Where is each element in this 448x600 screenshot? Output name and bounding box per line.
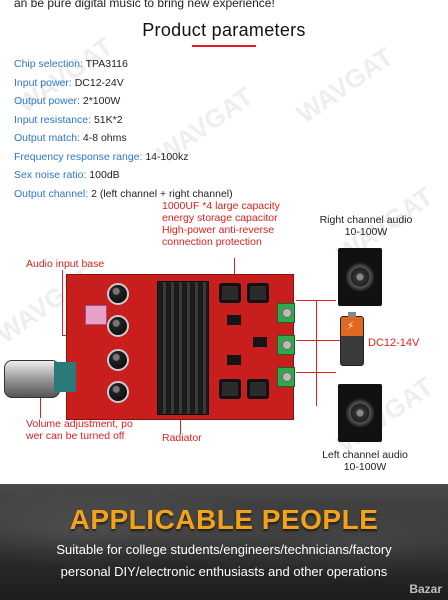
inductor-icon xyxy=(219,283,241,303)
power-label: DC12-14V xyxy=(368,337,420,349)
inductor-icon xyxy=(247,379,269,399)
inductor-icon xyxy=(219,379,241,399)
potentiometer-icon xyxy=(54,362,76,392)
param-key: Input power: xyxy=(14,76,75,89)
speaker-icon xyxy=(338,248,382,306)
volume-note-line: Volume adjustment, po xyxy=(26,418,133,430)
param-row: Output match: 4-8 ohms xyxy=(14,129,233,148)
capacitor-icon xyxy=(107,381,129,403)
param-key: Frequency response range: xyxy=(14,150,146,163)
banner-text-line: personal DIY/electronic enthusiasts and … xyxy=(60,564,388,579)
left-channel-label: Left channel audio 10-100W xyxy=(306,449,424,473)
param-value: DC12-24V xyxy=(74,76,124,89)
terminal-icon xyxy=(277,303,295,323)
capacitor-note-line: energy storage capacitor xyxy=(162,212,278,224)
params-list: Chip selection: TPA3116 Input power: DC1… xyxy=(14,55,233,203)
battery-icon: ⚡ xyxy=(340,312,364,366)
param-key: Input resistance: xyxy=(14,113,94,126)
chip-icon xyxy=(227,355,241,365)
page-title: Product parameters xyxy=(142,20,306,40)
param-row: Sex noise ratio: 100dB xyxy=(14,166,233,185)
param-value: 51K*2 xyxy=(93,113,123,126)
capacitor-note-line: 1000UF *4 large capacity xyxy=(162,200,280,212)
param-key: Output channel: xyxy=(14,187,92,200)
speaker-icon xyxy=(338,384,382,442)
param-row: Output power: 2*100W xyxy=(14,92,233,111)
volume-knob-icon xyxy=(4,360,60,398)
param-row: Input power: DC12-24V xyxy=(14,74,233,93)
param-value: 2*100W xyxy=(82,95,121,107)
right-channel-line: Right channel audio xyxy=(319,214,413,226)
capacitor-note-line: High-power anti-reverse xyxy=(162,224,275,236)
param-key: Chip selection: xyxy=(14,58,86,70)
param-key: Sex noise ratio: xyxy=(14,169,90,181)
banner-title: APPLICABLE PEOPLE xyxy=(69,504,379,535)
annotation-line xyxy=(296,340,340,341)
inductor-icon xyxy=(247,283,269,303)
param-value: 100dB xyxy=(89,169,120,181)
chip-icon xyxy=(253,337,267,347)
audio-jack xyxy=(85,305,107,325)
capacitor-icon xyxy=(107,349,129,371)
title-underline xyxy=(192,45,256,47)
right-channel-label: Right channel audio 10-100W xyxy=(308,214,424,238)
annotation-line xyxy=(40,392,41,418)
param-value: 2 (left channel + right channel) xyxy=(91,187,233,200)
param-key: Output match: xyxy=(14,132,83,144)
param-row: Frequency response range: 14-100kz xyxy=(14,148,233,167)
volume-note-line: wer can be turned off xyxy=(26,430,125,442)
radiator-label: Radiator xyxy=(162,432,202,444)
terminal-icon xyxy=(277,335,295,355)
param-row: Chip selection: TPA3116 xyxy=(14,55,233,74)
intro-text: an be pure digital music to bring new ex… xyxy=(14,0,275,10)
annotation-line xyxy=(62,270,63,336)
left-channel-line: 10-100W xyxy=(343,461,387,473)
audio-input-label: Audio input base xyxy=(26,258,105,270)
watermark: WAVGAT xyxy=(291,41,399,129)
param-row: Output channel: 2 (left channel + right … xyxy=(14,185,233,204)
heatsink xyxy=(157,281,209,415)
chip-icon xyxy=(227,315,241,325)
volume-note: Volume adjustment, po wer can be turned … xyxy=(26,418,133,442)
capacitor-icon xyxy=(107,283,129,305)
capacitor-icon xyxy=(107,315,129,337)
right-channel-line: 10-100W xyxy=(344,226,388,238)
site-logo: Bazar xyxy=(409,582,442,596)
param-row: Input resistance: 51K*2 xyxy=(14,111,233,130)
amplifier-board xyxy=(66,274,295,420)
param-value: 14-100kz xyxy=(145,150,189,163)
param-key: Output power: xyxy=(14,95,83,107)
capacitor-note-line: connection protection xyxy=(162,236,262,248)
param-value: 4-8 ohms xyxy=(82,132,127,144)
param-value: TPA3116 xyxy=(85,58,128,70)
left-channel-line: Left channel audio xyxy=(322,449,408,461)
capacitor-note: 1000UF *4 large capacity energy storage … xyxy=(162,200,280,248)
applicable-people-banner: APPLICABLE PEOPLE Suitable for college s… xyxy=(0,484,448,600)
terminal-icon xyxy=(277,367,295,387)
annotation-line xyxy=(316,300,317,406)
banner-text-line: Suitable for college students/engineers/… xyxy=(56,542,392,557)
